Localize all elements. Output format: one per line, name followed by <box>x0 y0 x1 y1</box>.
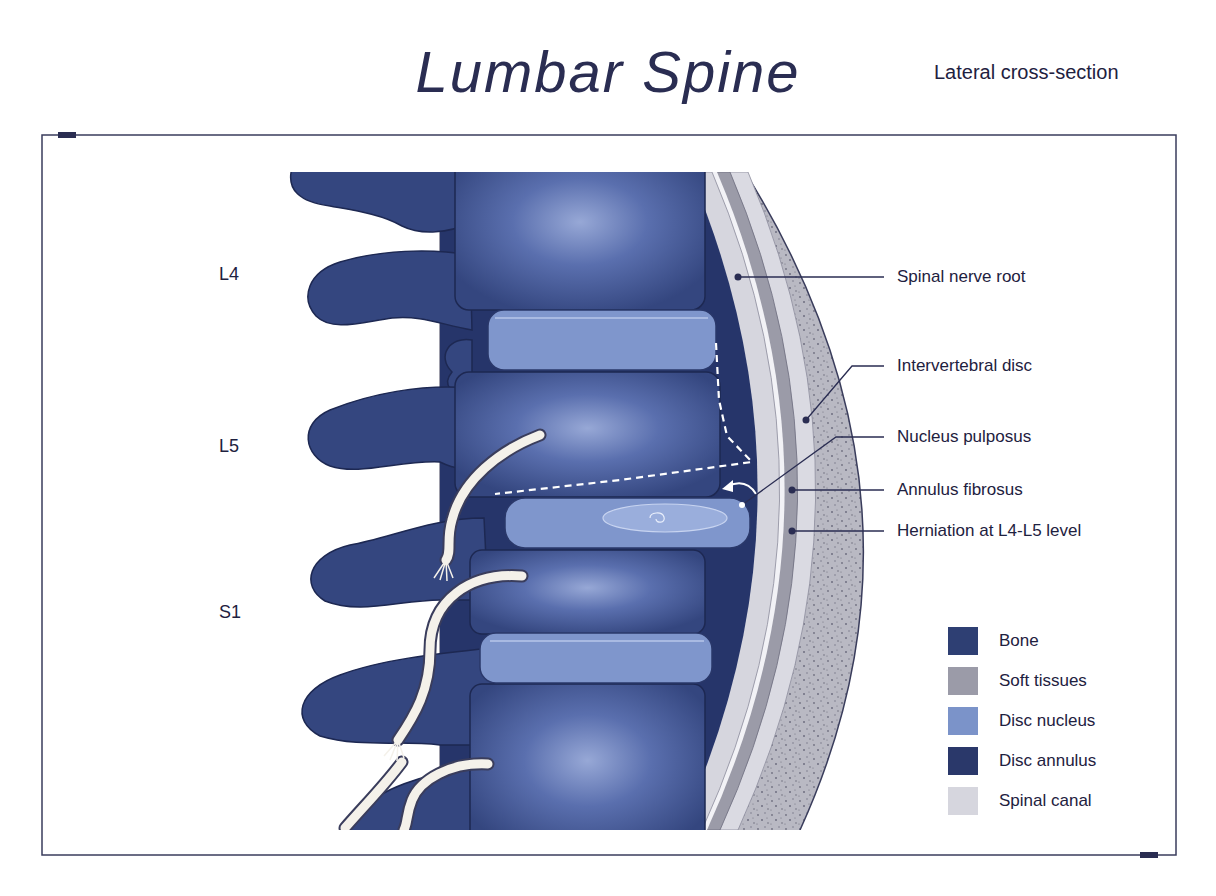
nerve-root <box>446 435 540 560</box>
nerve-roots <box>345 435 540 830</box>
callout-label: Herniation at L4-L5 level <box>897 521 1081 541</box>
vertebral-body <box>455 372 720 497</box>
nerve-fray <box>434 560 453 581</box>
callout-label: Annulus fibrosus <box>897 480 1023 500</box>
vertebral-body <box>470 684 705 830</box>
nerve-root-outline <box>446 435 540 560</box>
leader-line <box>792 489 884 490</box>
leader-dot <box>789 528 796 535</box>
nerve-root-outline <box>404 764 488 830</box>
legend-swatch <box>948 707 978 735</box>
legend-label: Bone <box>999 631 1039 651</box>
leader-dot <box>735 274 742 281</box>
level-label: L4 <box>219 264 239 286</box>
vertebral-body <box>455 172 705 310</box>
level-label: L5 <box>219 436 239 458</box>
nerve-root <box>398 576 522 740</box>
arrow-head <box>722 480 733 492</box>
level-label: S1 <box>219 602 241 624</box>
leader-lines <box>738 277 884 531</box>
herniated-disc <box>505 498 750 548</box>
legend-label: Disc nucleus <box>999 711 1095 731</box>
nerve-fibers <box>384 560 453 761</box>
vertebral-body <box>470 550 705 634</box>
nerve-root-outline <box>398 576 522 740</box>
leader-dot <box>789 487 796 494</box>
legend-swatch <box>948 787 978 815</box>
nerve-root <box>404 764 488 830</box>
discs <box>480 310 750 683</box>
legend-label: Soft tissues <box>999 671 1087 691</box>
frame-tick <box>58 132 76 138</box>
nucleus-pulposus <box>603 504 727 532</box>
leader-line <box>742 437 884 505</box>
callout-label: Intervertebral disc <box>897 356 1032 376</box>
nerve-root-outline <box>345 762 402 828</box>
disc-highlight <box>490 640 704 642</box>
legend-swatch <box>948 627 978 655</box>
intervertebral-disc <box>480 633 712 683</box>
subtitle: Lateral cross-section <box>934 60 1119 84</box>
spinous-process <box>308 387 476 469</box>
spinous-process <box>291 172 468 232</box>
leader-dots <box>735 274 810 535</box>
frame <box>42 135 1176 855</box>
leader-line <box>792 530 884 531</box>
leader-dot <box>803 417 810 424</box>
spine-illustration <box>291 172 864 830</box>
herniation-outline <box>495 343 752 494</box>
callout-label: Spinal nerve root <box>897 267 1026 287</box>
leader-line <box>738 276 884 277</box>
nerve-fray <box>384 740 404 761</box>
leader-dot <box>739 502 745 508</box>
legend-label: Disc annulus <box>999 751 1096 771</box>
callout-label: Nucleus pulposus <box>897 427 1031 447</box>
nucleus-swirl <box>650 513 664 522</box>
legend-swatch <box>948 667 978 695</box>
legend-label: Spinal canal <box>999 791 1092 811</box>
disc-highlight <box>495 317 708 319</box>
legend-swatch <box>948 747 978 775</box>
spinous-process <box>308 251 472 330</box>
leader-line <box>806 366 884 420</box>
nerve-root <box>345 762 402 828</box>
intervertebral-disc <box>488 310 716 370</box>
frame-tick <box>1140 852 1158 858</box>
